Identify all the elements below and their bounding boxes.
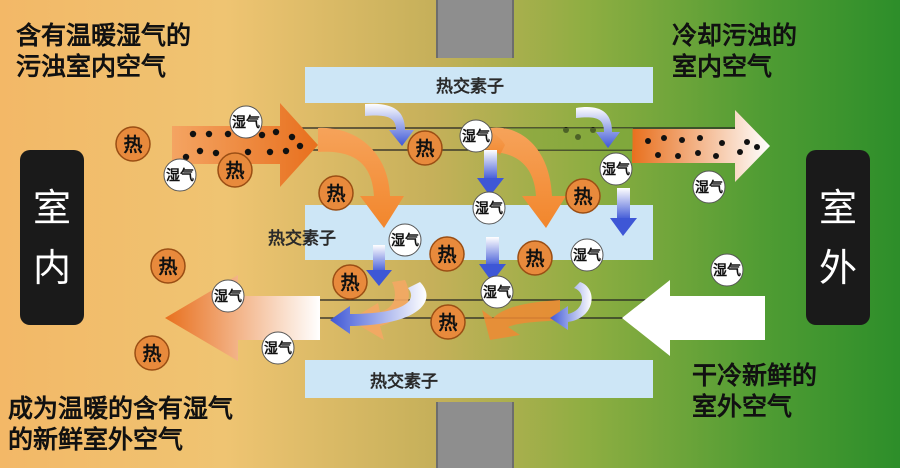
svg-text:湿气: 湿气: [483, 284, 511, 301]
svg-text:热: 热: [326, 182, 345, 205]
svg-text:湿气: 湿气: [713, 262, 741, 279]
svg-text:湿气: 湿气: [573, 247, 601, 264]
moisture-circle: 湿气: [163, 158, 197, 192]
outdoor-pillar: 室 外: [806, 150, 870, 325]
svg-text:热: 热: [158, 255, 177, 278]
outdoor-char-2: 外: [818, 245, 857, 290]
moisture-circle: 湿气: [472, 191, 506, 225]
svg-text:热: 热: [525, 247, 544, 270]
svg-text:热: 热: [437, 243, 456, 266]
moisture-circle: 湿气: [599, 152, 633, 186]
exchanger-band-bottom: [305, 360, 653, 398]
dirty-indoor-air-arrow: [172, 103, 318, 187]
moisture-circle: 湿气: [710, 253, 744, 287]
svg-text:湿气: 湿气: [602, 161, 630, 178]
heat-circle: 热: [150, 248, 186, 284]
heat-circles: 热 热 热 热 热 热 热 热 热 热 热: [115, 126, 601, 371]
indoor-pillar: 室 内: [20, 150, 84, 325]
moisture-circle: 湿气: [261, 331, 295, 365]
svg-text:湿气: 湿气: [695, 179, 723, 196]
heat-transfer-curves: [318, 127, 566, 228]
element-label-bottom: 热交素子: [370, 372, 438, 392]
heat-circle: 热: [430, 304, 466, 340]
wall-top: [436, 0, 514, 58]
wall-bottom: [436, 402, 514, 468]
exchanger-band-top: [305, 67, 653, 103]
svg-text:湿气: 湿气: [166, 167, 194, 184]
moisture-circle: 湿气: [211, 279, 245, 313]
svg-text:热: 热: [142, 342, 161, 365]
moisture-circle: 湿气: [388, 223, 422, 257]
indoor-char-1: 室: [32, 185, 71, 230]
moisture-circles: 湿气 湿气 湿气 湿气 湿气 湿气 湿气 湿气 湿气 湿气 湿气 湿气: [163, 105, 744, 365]
heat-circle: 热: [407, 130, 443, 166]
label-bottom-right: 干冷新鲜的 室外空气: [692, 361, 818, 421]
label-bottom-left: 成为温暖的含有湿气 的新鲜室外空气: [8, 394, 234, 454]
svg-text:湿气: 湿气: [232, 114, 260, 131]
fresh-warm-air-arrow: [165, 275, 320, 361]
svg-text:湿气: 湿气: [462, 128, 490, 145]
heat-circle: 热: [134, 335, 170, 371]
moisture-circle: 湿气: [570, 238, 604, 272]
label-top-left: 含有温暖湿气的 污浊室内空气: [16, 21, 192, 81]
svg-text:热: 热: [438, 311, 457, 334]
svg-text:热: 热: [225, 159, 244, 182]
moisture-circle: 湿气: [459, 119, 493, 153]
element-label-top: 热交素子: [436, 77, 504, 97]
svg-text:湿气: 湿气: [214, 288, 242, 305]
outdoor-char-1: 室: [818, 185, 857, 230]
moisture-circle: 湿气: [692, 170, 726, 204]
moisture-circle: 湿气: [229, 105, 263, 139]
heat-circle: 热: [318, 175, 354, 211]
heat-circle: 热: [429, 236, 465, 272]
label-top-right: 冷却污浊的 室内空气: [672, 21, 798, 81]
svg-text:热: 热: [415, 137, 434, 160]
heat-circle: 热: [565, 178, 601, 214]
svg-text:湿气: 湿气: [475, 200, 503, 217]
svg-text:湿气: 湿气: [391, 232, 419, 249]
heat-circle: 热: [332, 264, 368, 300]
element-label-middle: 热交素子: [268, 229, 336, 249]
heat-circle: 热: [517, 240, 553, 276]
svg-text:热: 热: [123, 133, 142, 156]
indoor-char-2: 内: [32, 245, 71, 290]
svg-text:热: 热: [573, 185, 592, 208]
moisture-circle: 湿气: [480, 275, 514, 309]
svg-text:热: 热: [340, 271, 359, 294]
moisture-arrows: [330, 103, 637, 334]
svg-text:湿气: 湿气: [264, 340, 292, 357]
heat-circle: 热: [115, 126, 151, 162]
heat-circle: 热: [217, 152, 253, 188]
outdoor-fresh-air-arrow: [622, 280, 765, 356]
